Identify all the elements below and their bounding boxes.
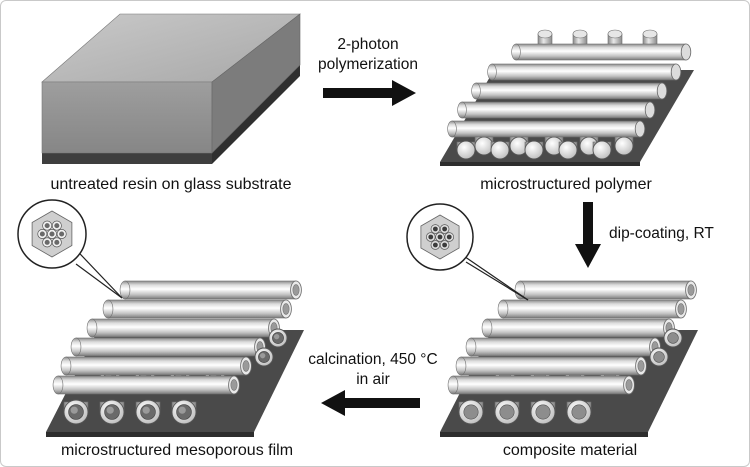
rod <box>537 29 553 47</box>
pore-channel <box>439 240 450 250</box>
caption-composite-material: composite material <box>503 442 637 459</box>
rod <box>457 101 656 119</box>
rod-end <box>135 399 161 425</box>
rod <box>135 399 161 425</box>
pore-channel <box>37 229 48 239</box>
resin-front-face <box>41 81 213 154</box>
pore-channel <box>51 220 62 231</box>
arrow-left-icon <box>321 390 420 416</box>
rod <box>70 337 266 357</box>
rod <box>458 399 484 425</box>
step-label-photon: 2-photon <box>337 36 398 53</box>
rod <box>481 318 675 338</box>
rod <box>497 299 687 319</box>
rod <box>487 63 682 81</box>
rod <box>119 280 302 300</box>
pore-channel <box>42 237 53 248</box>
rod-end <box>99 399 125 425</box>
arrow-down-icon <box>575 202 601 268</box>
rod-end <box>558 140 578 160</box>
rod <box>642 29 658 47</box>
rod <box>455 356 647 376</box>
resin-block-illustration <box>41 13 301 164</box>
pore-channel <box>430 224 441 234</box>
rod <box>558 140 578 160</box>
rod-end <box>649 347 669 367</box>
rod <box>530 399 556 425</box>
resin-side-face <box>211 13 301 154</box>
rod <box>490 140 510 160</box>
rod-end <box>254 347 274 367</box>
rod-end <box>524 140 544 160</box>
pore-channel <box>426 232 436 242</box>
rod <box>102 299 292 319</box>
rod <box>514 280 697 300</box>
rod-end <box>474 136 494 156</box>
pore-channel <box>444 232 454 242</box>
step-label-calcination: calcination, 450 °C <box>308 351 437 368</box>
glass-substrate-side <box>212 65 300 164</box>
substrate-plate-edge <box>440 162 640 166</box>
caption-microstructured-polymer: microstructured polymer <box>480 176 652 193</box>
rod <box>592 140 612 160</box>
rod-end <box>566 399 592 425</box>
rod <box>60 356 252 376</box>
rod <box>52 375 240 395</box>
pore-channel <box>47 229 57 239</box>
rod-end <box>592 140 612 160</box>
mesoporous-film-illustration <box>17 199 304 437</box>
rod <box>456 140 476 160</box>
rod <box>99 399 125 425</box>
rod-end <box>458 399 484 425</box>
rod <box>171 399 197 425</box>
rod-end <box>530 399 556 425</box>
rod <box>524 140 544 160</box>
rod <box>465 337 661 357</box>
rod <box>511 43 692 61</box>
rod-end <box>268 328 288 348</box>
substrate-plate-edge <box>46 432 254 437</box>
caption-untreated-resin: untreated resin on glass substrate <box>50 176 291 193</box>
rod <box>63 399 89 425</box>
pore-channel <box>42 220 53 231</box>
rod <box>471 82 668 100</box>
rod <box>607 29 623 47</box>
caption-mesoporous-film: microstructured mesoporous film <box>61 442 293 459</box>
composite-material-illustration <box>406 203 698 437</box>
rod-end <box>490 140 510 160</box>
step-label-dip-coating: dip-coating, RT <box>609 225 714 242</box>
step-label-in-air: in air <box>356 371 390 388</box>
pore-channel <box>51 237 62 248</box>
pore-channel <box>56 229 67 239</box>
pore-channel <box>435 232 445 242</box>
rod-end <box>494 399 520 425</box>
rod-end <box>63 399 89 425</box>
rod <box>447 375 635 395</box>
rod <box>86 318 280 338</box>
pore-channel <box>430 240 441 250</box>
pore-channel <box>439 224 450 234</box>
rod <box>494 399 520 425</box>
arrow-right-icon <box>323 80 416 106</box>
rod <box>566 399 592 425</box>
substrate-plate-edge <box>440 432 648 437</box>
rod-end <box>171 399 197 425</box>
rod-end <box>614 136 634 156</box>
polymer-woodpile-illustration <box>440 29 694 166</box>
rod-end <box>456 140 476 160</box>
step-label-polymerization: polymerization <box>318 56 418 73</box>
rod <box>447 120 646 138</box>
rod-end <box>663 328 683 348</box>
rod <box>572 29 588 47</box>
glass-substrate-front <box>42 153 212 164</box>
